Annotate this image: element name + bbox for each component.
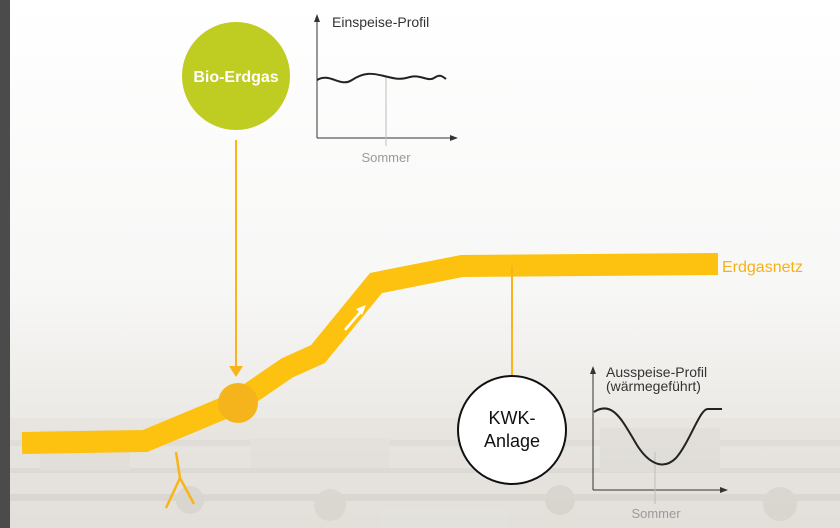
feed-out-title-line1: Ausspeise-Profil	[606, 364, 707, 380]
bio-gas-label: Bio-Erdgas	[193, 69, 278, 86]
feed-out-marker-label: Sommer	[631, 506, 681, 521]
gas-grid-pipe	[21, 253, 719, 454]
feed-in-curve	[316, 72, 447, 84]
arrow-head-icon	[450, 135, 458, 141]
feed-in-profile-chart: Einspeise-Profil Sommer	[314, 14, 458, 165]
feed-out-curve	[593, 407, 722, 466]
arrow-head-icon	[590, 366, 596, 374]
arrow-head-icon	[314, 14, 320, 22]
chp-plant-label-line2: Anlage	[484, 431, 540, 451]
left-edge	[0, 0, 10, 528]
arrow-head-icon	[720, 487, 728, 493]
consumer-branch	[164, 451, 196, 509]
chp-plant-circle	[457, 375, 567, 485]
arrow-up-right-icon	[344, 305, 366, 331]
feed-out-title-line2: (wärmegeführt)	[606, 378, 701, 394]
gas-grid-label: Erdgasnetz	[722, 259, 803, 276]
feed-in-title: Einspeise-Profil	[332, 14, 429, 30]
arrow-down-icon	[229, 366, 243, 377]
chp-plant-label-line1: KWK-	[489, 408, 536, 428]
bio-gas-circle	[182, 22, 290, 130]
feed-out-profile-chart: Ausspeise-Profil (wärmegeführt) Sommer	[590, 364, 728, 521]
feed-in-marker-label: Sommer	[361, 150, 411, 165]
junction-node	[218, 383, 258, 423]
